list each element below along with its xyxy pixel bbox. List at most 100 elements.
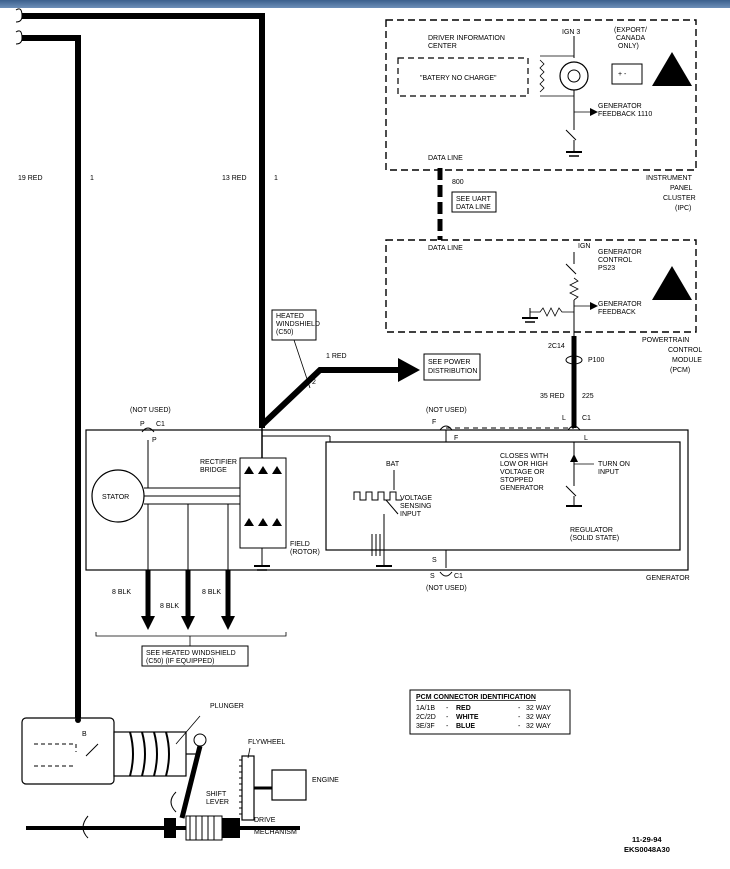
table-row: 3E/3F - BLUE - 32 WAY xyxy=(416,723,551,730)
data-line-800: 800 SEE UART DATA LINE xyxy=(437,168,497,240)
svg-text:STOPPED: STOPPED xyxy=(500,477,533,484)
s-connector: S C1 (NOT USED) xyxy=(426,571,467,592)
wiring-diagram: 19 RED 1 13 RED 1 1 RED 2 HEATED WINDSHI… xyxy=(15,8,702,854)
svg-text:2C/2D: 2C/2D xyxy=(416,714,436,721)
wire-35-red: 35 RED 225 xyxy=(540,336,594,428)
svg-text:-: - xyxy=(446,723,449,730)
wire-1-red-pin: 2 xyxy=(312,379,316,386)
svg-text:SEE POWER: SEE POWER xyxy=(428,359,470,366)
svg-text:MODULE: MODULE xyxy=(672,357,702,364)
svg-text:POWERTRAIN: POWERTRAIN xyxy=(642,337,689,344)
svg-text:PLUNGER: PLUNGER xyxy=(210,703,244,710)
svg-text:PCM CONNECTOR IDENTIFICATION: PCM CONNECTOR IDENTIFICATION xyxy=(416,694,536,701)
svg-text:INSTRUMENT: INSTRUMENT xyxy=(646,175,693,182)
svg-text:ONLY): ONLY) xyxy=(618,43,639,50)
pcm-module: DATA LINE IGN GENERATOR CONTROL PS23 GEN… xyxy=(385,239,702,374)
svg-text:DRIVE: DRIVE xyxy=(254,817,276,824)
wire-13-red: 13 RED 1 xyxy=(15,8,278,428)
wire-19-red: 19 RED 1 xyxy=(15,30,94,718)
svg-text:32 WAY: 32 WAY xyxy=(526,723,551,730)
wire-19-pin: 1 xyxy=(90,175,94,182)
svg-text:DATA LINE: DATA LINE xyxy=(456,204,491,211)
svg-text:P: P xyxy=(152,437,157,444)
svg-text:DATA LINE: DATA LINE xyxy=(428,245,463,252)
svg-text:(IPC): (IPC) xyxy=(675,205,691,212)
svg-text:32 WAY: 32 WAY xyxy=(526,714,551,721)
svg-text:BRIDGE: BRIDGE xyxy=(200,467,227,474)
svg-text:LOW OR HIGH: LOW OR HIGH xyxy=(500,461,548,468)
svg-text:8 BLK: 8 BLK xyxy=(112,589,131,596)
svg-text:RED: RED xyxy=(456,705,471,712)
see-power-distribution-box: SEE POWER DISTRIBUTION xyxy=(423,353,481,381)
svg-text:HEATED: HEATED xyxy=(276,313,304,320)
svg-text:SEE HEATED WINDSHIELD: SEE HEATED WINDSHIELD xyxy=(146,650,236,657)
svg-text:F: F xyxy=(432,419,436,426)
svg-text:8 BLK: 8 BLK xyxy=(202,589,221,596)
svg-text:LEVER: LEVER xyxy=(206,799,229,806)
svg-text:DRIVER INFORMATION: DRIVER INFORMATION xyxy=(428,35,505,42)
table-row: 1A/1B - RED - 32 WAY xyxy=(416,705,551,712)
svg-text:CANADA: CANADA xyxy=(616,35,646,42)
svg-text:IGN: IGN xyxy=(578,243,590,250)
svg-text:CLOSES WITH: CLOSES WITH xyxy=(500,453,548,460)
svg-text:1A/1B: 1A/1B xyxy=(416,705,435,712)
svg-text:C1: C1 xyxy=(454,573,463,580)
svg-text:WHITE: WHITE xyxy=(456,714,479,721)
svg-text:PANEL: PANEL xyxy=(670,185,693,192)
svg-text:BAT: BAT xyxy=(386,461,400,468)
svg-text:(SOLID STATE): (SOLID STATE) xyxy=(570,535,619,542)
dic-message: "BATERY NO CHARGE" xyxy=(420,75,497,82)
wire-1-red: 1 RED 2 xyxy=(259,353,420,428)
svg-text:(PCM): (PCM) xyxy=(670,367,690,374)
svg-text:FLYWHEEL: FLYWHEEL xyxy=(248,739,285,746)
figure-footer: 11-29-94 EKS0048A30 xyxy=(624,835,670,854)
wire-13-pin: 1 xyxy=(274,175,278,182)
engine-block xyxy=(271,769,307,801)
svg-text:INPUT: INPUT xyxy=(598,469,620,476)
svg-text:GENERATOR: GENERATOR xyxy=(500,485,544,492)
svg-text:(NOT USED): (NOT USED) xyxy=(426,585,467,592)
svg-text:TURN ON: TURN ON xyxy=(598,461,630,468)
svg-text:FEEDBACK: FEEDBACK xyxy=(598,309,636,316)
svg-text:225: 225 xyxy=(582,393,594,400)
svg-text:BLUE: BLUE xyxy=(456,723,475,730)
starter-assembly: B PLUNGER FLYWHEEL ENGINE SHIFT LEVER DR… xyxy=(21,703,339,841)
svg-text:2C14: 2C14 xyxy=(548,343,565,350)
svg-text:EKS0048A30: EKS0048A30 xyxy=(624,845,670,854)
svg-text:VOLTAGE OR: VOLTAGE OR xyxy=(500,469,544,476)
svg-text:CONTROL: CONTROL xyxy=(668,347,702,354)
svg-text:-: - xyxy=(518,714,521,721)
svg-text:+ -: + - xyxy=(618,71,627,78)
svg-text:IGN 3: IGN 3 xyxy=(562,29,580,36)
svg-text:L: L xyxy=(584,435,588,442)
svg-text:F: F xyxy=(454,435,458,442)
svg-text:SENSING: SENSING xyxy=(400,503,432,510)
window-top-bar xyxy=(0,0,730,8)
generator-module: GENERATOR STATOR RECTIFIER BRIDGE FIELD … xyxy=(85,428,690,582)
wire-19-red-label: 19 RED xyxy=(18,175,43,182)
svg-text:-: - xyxy=(446,705,449,712)
table-row: 2C/2D - WHITE - 32 WAY xyxy=(416,714,551,721)
svg-text:S: S xyxy=(432,557,437,564)
svg-text:(ROTOR): (ROTOR) xyxy=(290,549,320,556)
svg-text:GENERATOR: GENERATOR xyxy=(598,249,642,256)
svg-text:SHIFT: SHIFT xyxy=(206,791,227,798)
svg-text:FIELD: FIELD xyxy=(290,541,310,548)
svg-text:8 BLK: 8 BLK xyxy=(160,603,179,610)
svg-text:MECHANISM: MECHANISM xyxy=(254,829,297,836)
svg-text:INPUT: INPUT xyxy=(400,511,422,518)
svg-text:32 WAY: 32 WAY xyxy=(526,705,551,712)
wire-13-red-label: 13 RED xyxy=(222,175,247,182)
svg-text:35 RED: 35 RED xyxy=(540,393,565,400)
svg-text:VOLTAGE: VOLTAGE xyxy=(400,495,432,502)
svg-text:CENTER: CENTER xyxy=(428,43,457,50)
svg-text:RECTIFIER: RECTIFIER xyxy=(200,459,237,466)
svg-text:GENERATOR: GENERATOR xyxy=(646,575,690,582)
svg-text:3E/3F: 3E/3F xyxy=(416,723,435,730)
svg-text:-: - xyxy=(518,705,521,712)
svg-text:(NOT USED): (NOT USED) xyxy=(130,407,171,414)
svg-text:FEEDBACK 1110: FEEDBACK 1110 xyxy=(598,111,652,118)
see-heated-windshield-box xyxy=(141,645,249,667)
svg-text:CLUSTER: CLUSTER xyxy=(663,195,696,202)
esd-warning-icon-pcm xyxy=(652,266,692,300)
